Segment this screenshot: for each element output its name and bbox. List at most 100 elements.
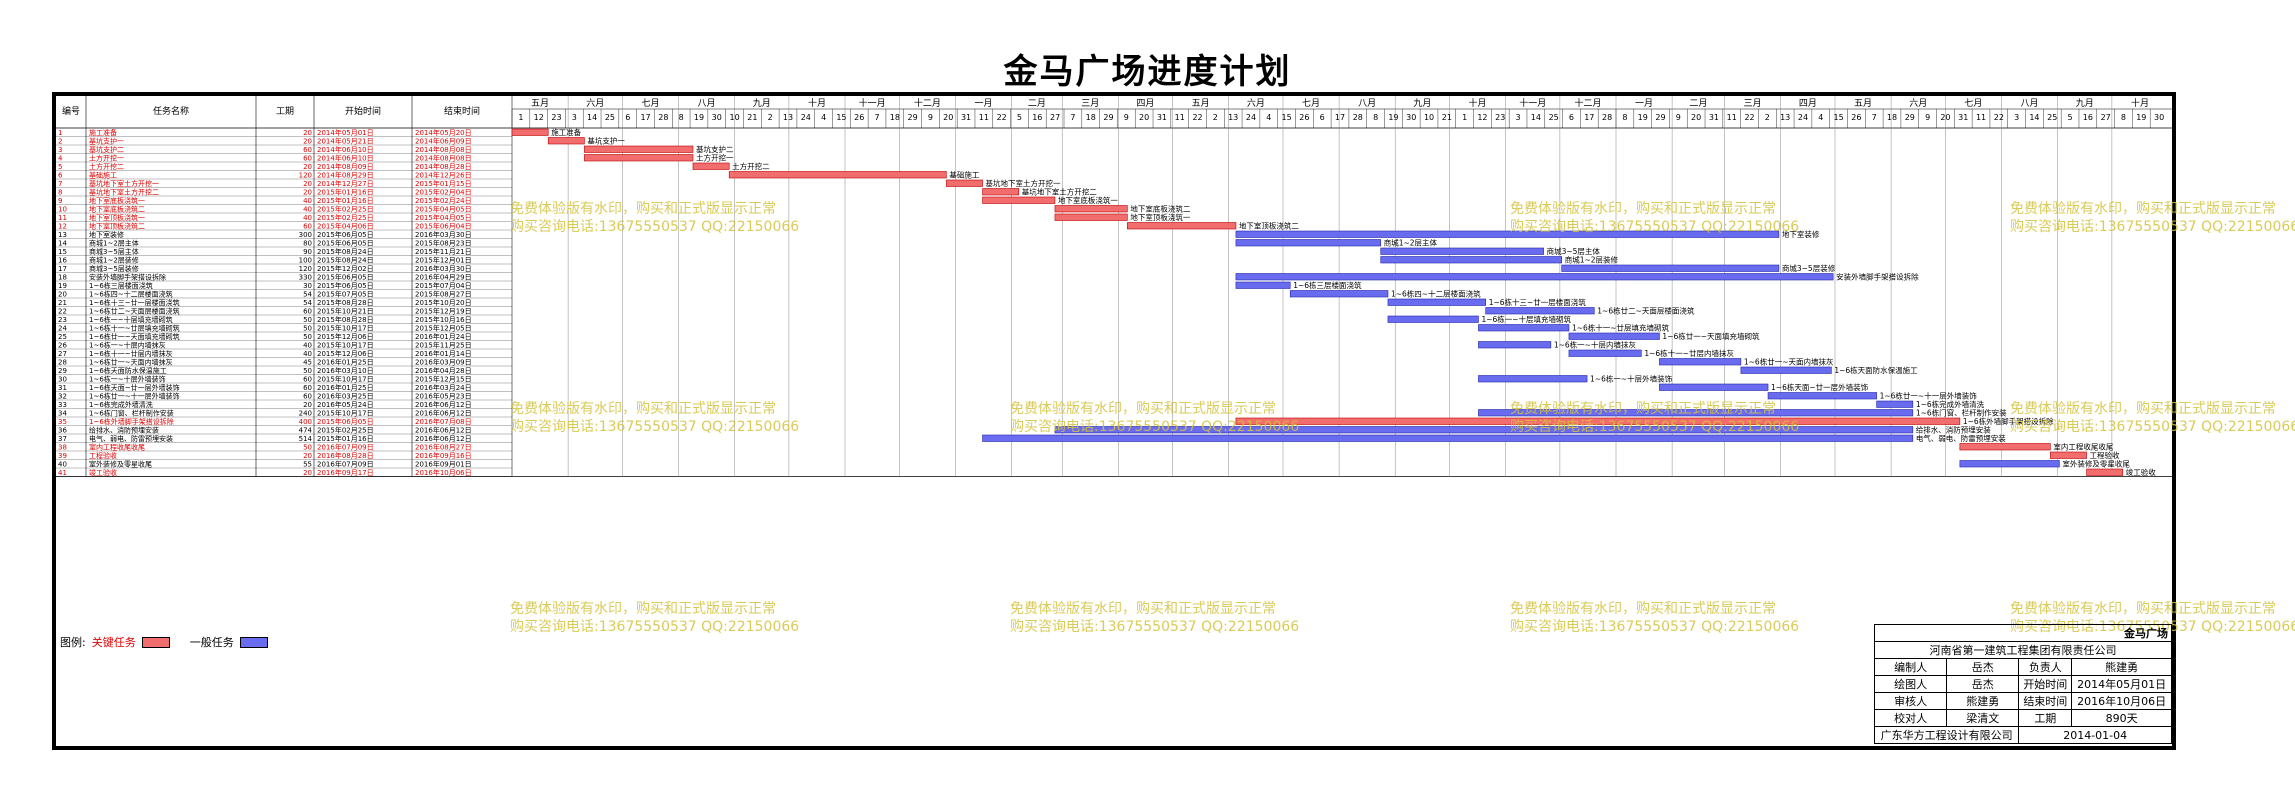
watermark-line1: 免费体验版有水印，购买和正式版显示正常 [2010,401,2276,417]
task-start: 2015年02月25日 [317,426,374,435]
task-bar [1485,307,1595,315]
task-bar [1054,205,1128,213]
day-tick-label: 14 [1531,113,1541,122]
day-tick-label: 14 [587,113,597,122]
day-tick-label: 25 [1549,113,1559,122]
tb-cell: 开始时间 [2018,675,2073,693]
month-label: 七月 [1964,98,1982,109]
task-end: 2016年08月27日 [415,443,472,452]
task-no: 33 [58,401,67,409]
day-tick-label: 18 [890,113,900,122]
tb-cell: 890天 [2071,709,2172,727]
tb-cell: 熊建勇 [2071,658,2172,676]
task-bar-label: 地下室装修 [1782,229,1820,239]
task-no: 17 [58,265,67,273]
task-end: 2016年04月28日 [415,366,472,375]
task-duration: 20 [303,452,312,460]
task-start: 2014年06月10日 [317,154,374,163]
task-no: 34 [58,410,67,418]
month-label: 五月 [1192,98,1210,109]
day-tick-label: 22 [1994,113,2004,122]
task-no: 7 [58,180,62,188]
watermark-line2: 购买咨询电话:13675550537 QQ:22150066 [510,619,800,635]
day-tick-label: 29 [1103,113,1113,122]
task-start: 2016年01月25日 [317,383,374,392]
task-end: 2015年12月19日 [415,307,472,316]
task-duration: 40 [303,342,312,350]
task-name: 1~6栋一~十层内墙抹灰 [89,341,166,350]
task-start: 2015年10月17日 [317,409,374,418]
task-bar [1478,324,1570,332]
task-end: 2015年01月15日 [415,179,472,188]
task-duration: 240 [299,410,312,418]
task-end: 2014年08月08日 [415,154,472,163]
watermark-line1: 免费体验版有水印，购买和正式版显示正常 [1510,601,1776,617]
task-bar-label: 地下室顶板浇筑一 [1130,212,1190,222]
task-no: 37 [58,435,67,443]
task-no: 40 [58,461,67,469]
task-bar [1380,256,1563,264]
day-tick-label: 1 [518,113,523,122]
task-name: 1~6栋十三~廿一层楼面浇筑 [89,298,180,307]
day-tick-label: 12 [1477,113,1487,122]
watermark: 免费体验版有水印，购买和正式版显示正常购买咨询电话:13675550537 QQ… [510,200,799,236]
task-duration: 40 [303,197,312,205]
task-start: 2015年06月05日 [317,273,374,282]
task-name: 1~6栋三层楼面浇筑 [89,281,153,290]
task-end: 2016年04月29日 [415,273,472,282]
task-bar-label: 1~6栋廿一~天面内墙抹灰 [1744,357,1834,367]
legend-critical-swatch [141,636,170,648]
task-bar [1235,230,1780,238]
task-end: 2015年02月24日 [415,196,472,205]
day-tick-label: 9 [1676,113,1681,122]
task-name: 基础施工 [89,171,117,180]
task-name: 1~6栋廿一~天面填充墙砌筑 [89,332,180,341]
task-bar [982,434,1914,442]
day-tick-label: 25 [605,113,615,122]
task-bar-label: 施工准备 [551,127,581,137]
day-tick-label: 21 [747,113,757,122]
task-end: 2016年09月01日 [415,460,472,469]
task-name: 土方开挖一 [89,154,124,163]
month-label: 九月 [753,98,771,109]
day-tick-label: 8 [1622,113,1627,122]
day-tick-label: 17 [640,113,650,122]
day-tick-label: 18 [1887,113,1897,122]
task-start: 2016年08月28日 [317,451,374,460]
task-bar [1289,290,1389,298]
task-duration: 50 [303,444,312,452]
task-bar-label: 室外装修及零星收尾 [2062,459,2130,469]
day-tick-label: 21 [1442,113,1452,122]
task-no: 31 [58,384,67,392]
day-tick-label: 6 [1569,113,1574,122]
day-tick-label: 13 [1228,113,1238,122]
task-bar [1568,349,1642,357]
task-start: 2015年06月05日 [317,417,374,426]
day-tick-label: 11 [1727,113,1737,122]
task-duration: 30 [303,282,312,290]
task-bar [584,154,694,162]
task-end: 2016年09月16日 [415,451,472,460]
task-bar-label: 1~6栋十三~廿一层楼面浇筑 [1489,297,1587,307]
watermark: 免费体验版有水印，购买和正式版显示正常购买咨询电话:13675550537 QQ… [2010,400,2295,436]
task-duration: 330 [299,274,312,282]
month-label: 八月 [698,98,716,109]
task-name: 电气、弱电、防雷预埋安装 [89,434,173,443]
header-dur: 工期 [276,106,294,117]
task-no: 36 [58,427,67,435]
day-tick-label: 13 [783,113,793,122]
month-label: 十一月 [859,97,886,109]
watermark-line2: 购买咨询电话:13675550537 QQ:22150066 [1010,419,1300,435]
task-no: 21 [58,299,67,307]
month-label: 八月 [2021,98,2039,109]
task-bar-label: 商城1~2层主体 [1384,238,1438,248]
task-end: 2014年08月08日 [415,145,472,154]
watermark-line1: 免费体验版有水印，购买和正式版显示正常 [1010,601,1276,617]
task-duration: 400 [299,418,312,426]
day-tick-label: 10 [729,113,739,122]
day-tick-label: 28 [1353,113,1363,122]
tb-project: 金马广场 [1874,624,2172,642]
task-duration: 80 [303,240,312,248]
task-no: 24 [58,325,67,333]
